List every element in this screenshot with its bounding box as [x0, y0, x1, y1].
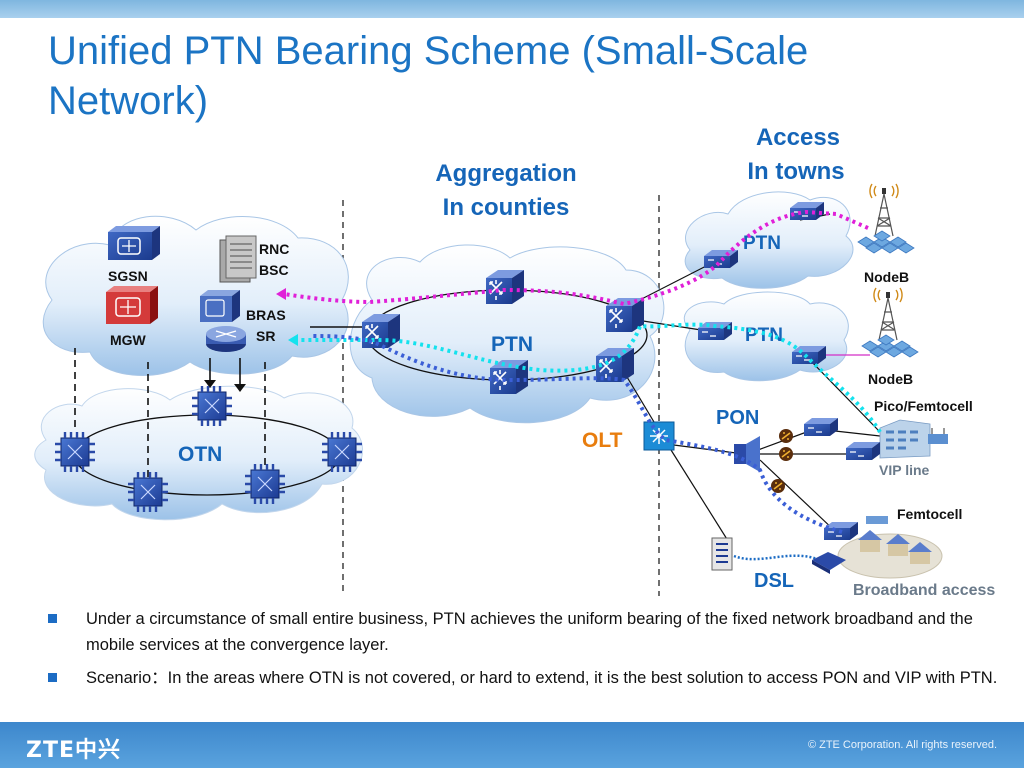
slide-title: Unified PTN Bearing Scheme (Small-Scale … — [48, 29, 809, 123]
nodeb-tower-icon-2 — [861, 287, 919, 358]
aggregation-heading-line1: Aggregation — [435, 160, 576, 187]
mgw-label: MGW — [110, 332, 147, 348]
ptn-access-mid-label: PTN — [745, 325, 783, 346]
bullet-item: Under a circumstance of small entire bus… — [48, 606, 998, 658]
footer-bar — [0, 722, 1024, 768]
top-accent-bar — [0, 0, 1024, 18]
nodeb-2-label: NodeB — [868, 371, 913, 387]
vip-line-label: VIP line — [879, 462, 930, 478]
otn-label: OTN — [178, 443, 222, 466]
bras-icon — [200, 290, 240, 322]
mobile-service-path — [283, 209, 869, 307]
vip-service-path — [296, 322, 882, 434]
zte-logo: ZTE中兴 — [26, 738, 121, 763]
pico-femtocell-label: Pico/Femtocell — [874, 398, 973, 414]
bullet-list: Under a circumstance of small entire bus… — [48, 606, 998, 698]
network-diagram: Aggregation In counties Access In towns … — [34, 124, 995, 599]
broadband-access-label: Broadband access — [853, 582, 995, 599]
access-heading-line1: Access — [756, 124, 840, 151]
bullet-square-icon — [48, 614, 57, 623]
ptn-access-top-label: PTN — [743, 233, 781, 254]
aggregation-heading-line2: In counties — [443, 194, 570, 221]
dsl-modem-icon — [812, 552, 846, 574]
ptn-aggregation-label: PTN — [491, 333, 533, 356]
bras-label-line1: BRAS — [246, 307, 286, 323]
dsl-label: DSL — [754, 570, 794, 592]
olt-icon — [643, 421, 675, 451]
pon-label: PON — [716, 407, 759, 429]
access-heading-line2: In towns — [747, 158, 844, 185]
mgw-icon — [106, 286, 158, 324]
rnc-label-line2: BSC — [259, 262, 289, 278]
rnc-label-line1: RNC — [259, 241, 289, 257]
bullet-text: Scenario：In the areas where OTN is not c… — [86, 669, 998, 687]
bullet-text: Under a circumstance of small entire bus… — [86, 610, 973, 654]
broadband-service-path — [309, 334, 843, 534]
sgsn-icon — [108, 226, 160, 260]
femtocell-label: Femtocell — [897, 506, 962, 522]
pico-building-icon — [879, 419, 948, 459]
rnc-server-icon — [219, 235, 257, 283]
nodeb-1-label: NodeB — [864, 269, 909, 285]
aggregation-cloud — [349, 244, 665, 424]
bullet-item: Scenario：In the areas where OTN is not c… — [48, 665, 998, 691]
copyright-text: © ZTE Corporation. All rights reserved. — [807, 739, 997, 751]
dslam-icon — [711, 537, 733, 571]
sr-router-icon — [206, 326, 246, 352]
broadband-houses-icon — [837, 516, 943, 579]
olt-label: OLT — [582, 429, 623, 452]
bullet-square-icon — [48, 673, 57, 682]
otn-cloud — [34, 385, 363, 521]
bras-label-line2: SR — [256, 328, 275, 344]
sgsn-label: SGSN — [108, 268, 148, 284]
nodeb-tower-icon-1 — [857, 183, 915, 254]
